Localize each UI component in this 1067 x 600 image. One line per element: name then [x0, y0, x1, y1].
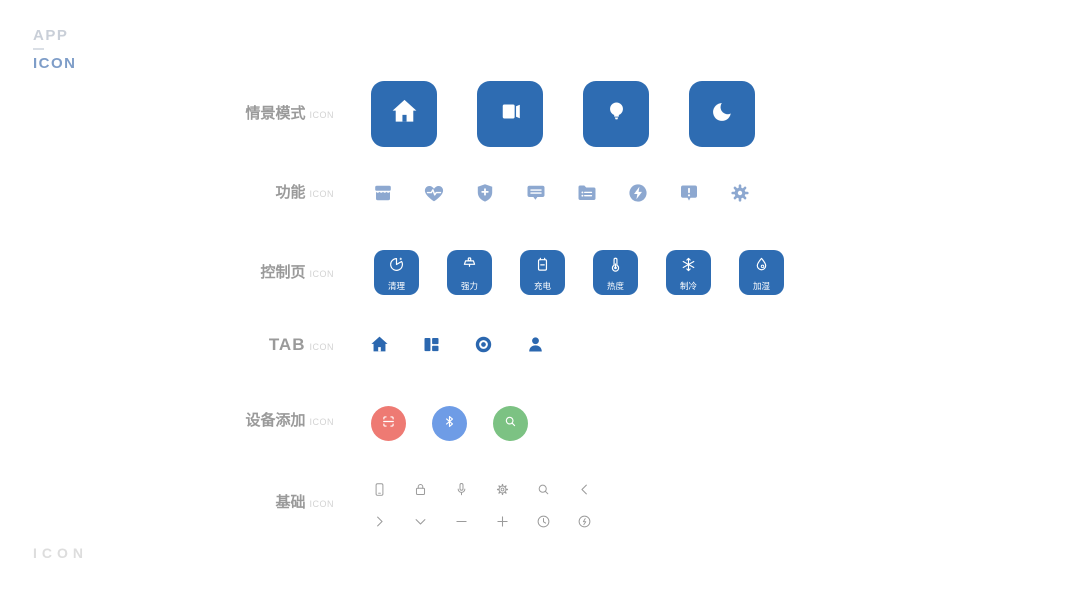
brand-app-text: APP: [33, 27, 69, 44]
microphone-icon[interactable]: [453, 481, 470, 498]
chevron-down-icon[interactable]: [412, 513, 429, 530]
clean-timer-icon: [387, 255, 406, 279]
feature-icon-row: [371, 181, 752, 205]
bluetooth-icon: [441, 413, 458, 435]
control-page-row: 清理 强力 充电: [374, 250, 784, 295]
clock-icon[interactable]: [535, 513, 552, 530]
control-button-heat[interactable]: 热度: [593, 250, 638, 295]
phone-icon[interactable]: [371, 481, 388, 498]
chevron-left-icon[interactable]: [576, 481, 593, 498]
bluetooth-button[interactable]: [432, 406, 467, 441]
home-icon[interactable]: [369, 334, 390, 355]
storage-box-icon[interactable]: [371, 181, 395, 205]
smart-ring-icon[interactable]: [473, 334, 494, 355]
basic-icon-row-2: [371, 513, 593, 530]
control-button-cool[interactable]: 制冷: [666, 250, 711, 295]
brand-bottom-text: ICON: [33, 545, 88, 561]
control-button-charge[interactable]: 充电: [520, 250, 565, 295]
home-icon: [389, 96, 420, 132]
tab-icon-row: [369, 334, 546, 355]
control-button-label: 充电: [533, 280, 551, 291]
control-button-label: 清理: [387, 280, 405, 291]
scene-tile-night[interactable]: [689, 81, 755, 147]
file-list-icon[interactable]: [575, 181, 599, 205]
brand-divider: [33, 48, 44, 50]
search-icon: [502, 413, 519, 435]
bulb-icon: [601, 96, 632, 132]
search-icon[interactable]: [535, 481, 552, 498]
brand-icon-text: ICON: [33, 55, 77, 72]
control-button-label: 加湿: [752, 280, 770, 291]
thermometer-icon: [606, 255, 625, 279]
power-circle-icon[interactable]: [576, 513, 593, 530]
profile-icon[interactable]: [525, 334, 546, 355]
shield-plus-icon[interactable]: [473, 181, 497, 205]
power-brush-icon: [460, 255, 479, 279]
gear-icon[interactable]: [728, 181, 752, 205]
control-button-power[interactable]: 强力: [447, 250, 492, 295]
health-heart-icon[interactable]: [422, 181, 446, 205]
scene-tile-light[interactable]: [583, 81, 649, 147]
control-button-label: 制冷: [679, 280, 697, 291]
control-button-clean[interactable]: 清理: [374, 250, 419, 295]
control-button-label: 热度: [606, 280, 624, 291]
search-device-button[interactable]: [493, 406, 528, 441]
scene-tile-home[interactable]: [371, 81, 437, 147]
lock-icon[interactable]: [412, 481, 429, 498]
message-icon[interactable]: [524, 181, 548, 205]
alert-bubble-icon[interactable]: [677, 181, 701, 205]
dashboard-icon[interactable]: [421, 334, 442, 355]
plus-icon[interactable]: [494, 513, 511, 530]
droplet-icon: [752, 255, 771, 279]
scan-button[interactable]: [371, 406, 406, 441]
snowflake-icon: [679, 255, 698, 279]
moon-icon: [707, 96, 738, 132]
chevron-right-icon[interactable]: [371, 513, 388, 530]
energy-bolt-icon[interactable]: [626, 181, 650, 205]
brand-block: APP ICON: [33, 27, 77, 72]
gear-outline-icon[interactable]: [494, 481, 511, 498]
scene-tile-away[interactable]: [477, 81, 543, 147]
scene-mode-row: [371, 81, 755, 147]
door-open-icon: [495, 96, 526, 132]
control-button-label: 强力: [460, 280, 478, 291]
battery-icon: [533, 255, 552, 279]
basic-icon-rows: [371, 481, 593, 530]
minus-icon[interactable]: [453, 513, 470, 530]
scan-icon: [380, 413, 397, 435]
basic-icon-row-1: [371, 481, 593, 498]
device-add-row: [371, 406, 528, 441]
control-button-humidify[interactable]: 加湿: [739, 250, 784, 295]
